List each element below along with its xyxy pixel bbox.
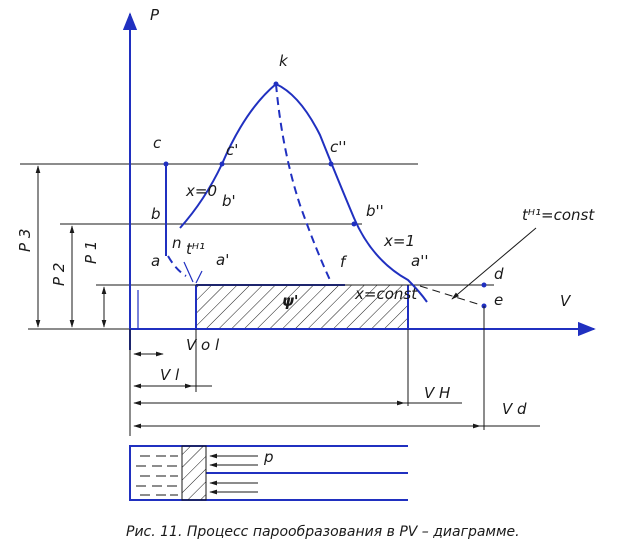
label-x0: x=0 [185,182,217,200]
point-k [273,81,279,87]
label-p2: P 2 [50,263,68,286]
point-c [163,161,169,167]
work-area-hatch [196,285,408,329]
label-c1: c' [226,141,238,159]
label-a1: a' [216,251,229,269]
label-piston-p: p [263,448,274,466]
p-axis-label: P [150,6,160,24]
label-t-h1: tᴴ¹ [186,240,205,258]
figure-caption: Рис. 11. Процесс парообразования в PV – … [126,524,520,540]
label-b: b [151,205,161,223]
label-xconst: x=const [354,285,418,303]
label-f: f [340,253,348,271]
diagram-points [163,81,487,309]
point-c2 [328,161,334,167]
liquid-fill [136,455,178,496]
v-axis-label: V [560,292,572,310]
label-c2: c'' [330,138,347,156]
label-psi: ψ' [282,292,299,310]
label-b1: b' [222,192,236,210]
label-p3: P 3 [16,229,34,252]
label-a2: a'' [411,252,428,270]
label-a: a [151,252,160,270]
piston [181,445,207,501]
label-p1: P 1 [82,241,100,264]
isotherm-dashed [419,285,485,307]
label-vl: V l [160,366,180,384]
label-vh: V H [424,384,450,402]
liquid-dashed-curve [167,255,187,277]
label-e: e [494,291,503,309]
point-c1 [219,161,225,167]
label-k: k [279,52,289,70]
label-b2: b'' [366,202,384,220]
a-pointer [195,270,203,284]
isotherm-pointer [451,227,537,300]
label-vd: V d [502,400,527,418]
label-x1: x=1 [383,232,415,250]
boundary-curve-x1 [275,83,428,303]
cylinder-sketch: p [129,445,408,501]
label-n: n [172,234,182,252]
x-const-dashed-line [275,83,331,281]
label-t-const: tᴴ¹=const [522,206,595,224]
n-pointer [183,261,194,283]
label-vol: V o l [186,336,220,354]
label-c: c [153,134,162,152]
cylinder-wall [129,445,408,501]
label-d: d [494,265,504,283]
point-b2 [351,221,357,227]
point-d [481,282,487,288]
